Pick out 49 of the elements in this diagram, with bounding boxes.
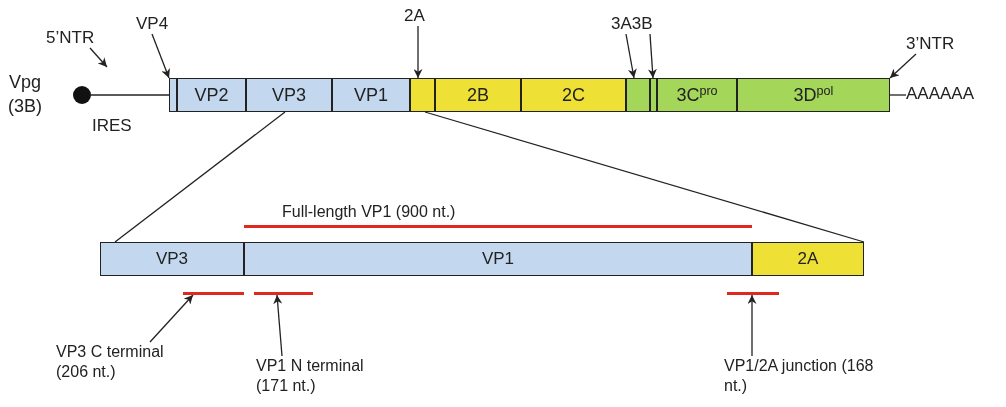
arrow — [747, 294, 757, 357]
genome-segment — [521, 78, 626, 112]
arrow — [413, 25, 423, 79]
annotation-label: Full-length VP1 (900 nt.) — [282, 203, 456, 221]
genome-segment — [177, 78, 246, 112]
arrow — [89, 47, 108, 68]
genome-segment — [100, 242, 244, 276]
segment-label: 2C — [562, 84, 585, 106]
segment-label: 2A — [797, 249, 819, 269]
genome-segment — [626, 78, 650, 112]
annotation-label: 5’NTR — [46, 28, 95, 48]
annotation-label: VP1 N terminal (171 nt.) — [256, 356, 365, 396]
arrow — [647, 33, 657, 79]
annotation-label: VP4 — [136, 14, 169, 34]
arrow — [889, 53, 917, 79]
genome-segment — [650, 78, 657, 112]
segment-label: VP3 — [272, 84, 306, 106]
genome-segment — [244, 242, 752, 276]
segment-label: VP1 — [354, 84, 388, 106]
annotation-label: IRES — [92, 116, 132, 136]
annotation-label: 3A3B — [611, 14, 653, 34]
segment-label: VP1 — [481, 249, 515, 269]
genome-segment — [332, 78, 410, 112]
segment-label: 3C$^{pro}$ — [676, 84, 718, 106]
genome-segment — [246, 78, 332, 112]
arrow — [149, 294, 194, 343]
connector-line — [424, 111, 865, 243]
genome-segment — [752, 242, 864, 276]
segment-label: 2B — [467, 84, 489, 106]
annotation-label: 3’NTR — [906, 34, 955, 54]
genome-segment — [737, 78, 890, 112]
annotation-label: AAAAAA — [906, 84, 975, 104]
annotation-label: VP3 C terminal (206 nt.) — [56, 342, 165, 382]
segment-label: 3D$^{pol}$ — [793, 84, 834, 106]
annotation-label: 2A — [404, 6, 425, 26]
arrow — [151, 33, 170, 79]
segment-label: VP3 — [155, 249, 189, 269]
segment-label: VP2 — [194, 84, 229, 106]
connector-line — [889, 94, 907, 96]
genome-segment — [657, 78, 737, 112]
genome-segment — [410, 78, 435, 112]
annotation-label: VP1/2A junction (168 nt.) — [724, 356, 874, 396]
arrow — [273, 294, 283, 357]
genome-segment — [169, 78, 177, 112]
genome-segment — [435, 78, 521, 112]
connector-line — [114, 111, 286, 243]
annotation-label: Vpg (3B) — [7, 71, 43, 118]
arrow — [625, 33, 637, 79]
connector-line — [90, 94, 170, 96]
